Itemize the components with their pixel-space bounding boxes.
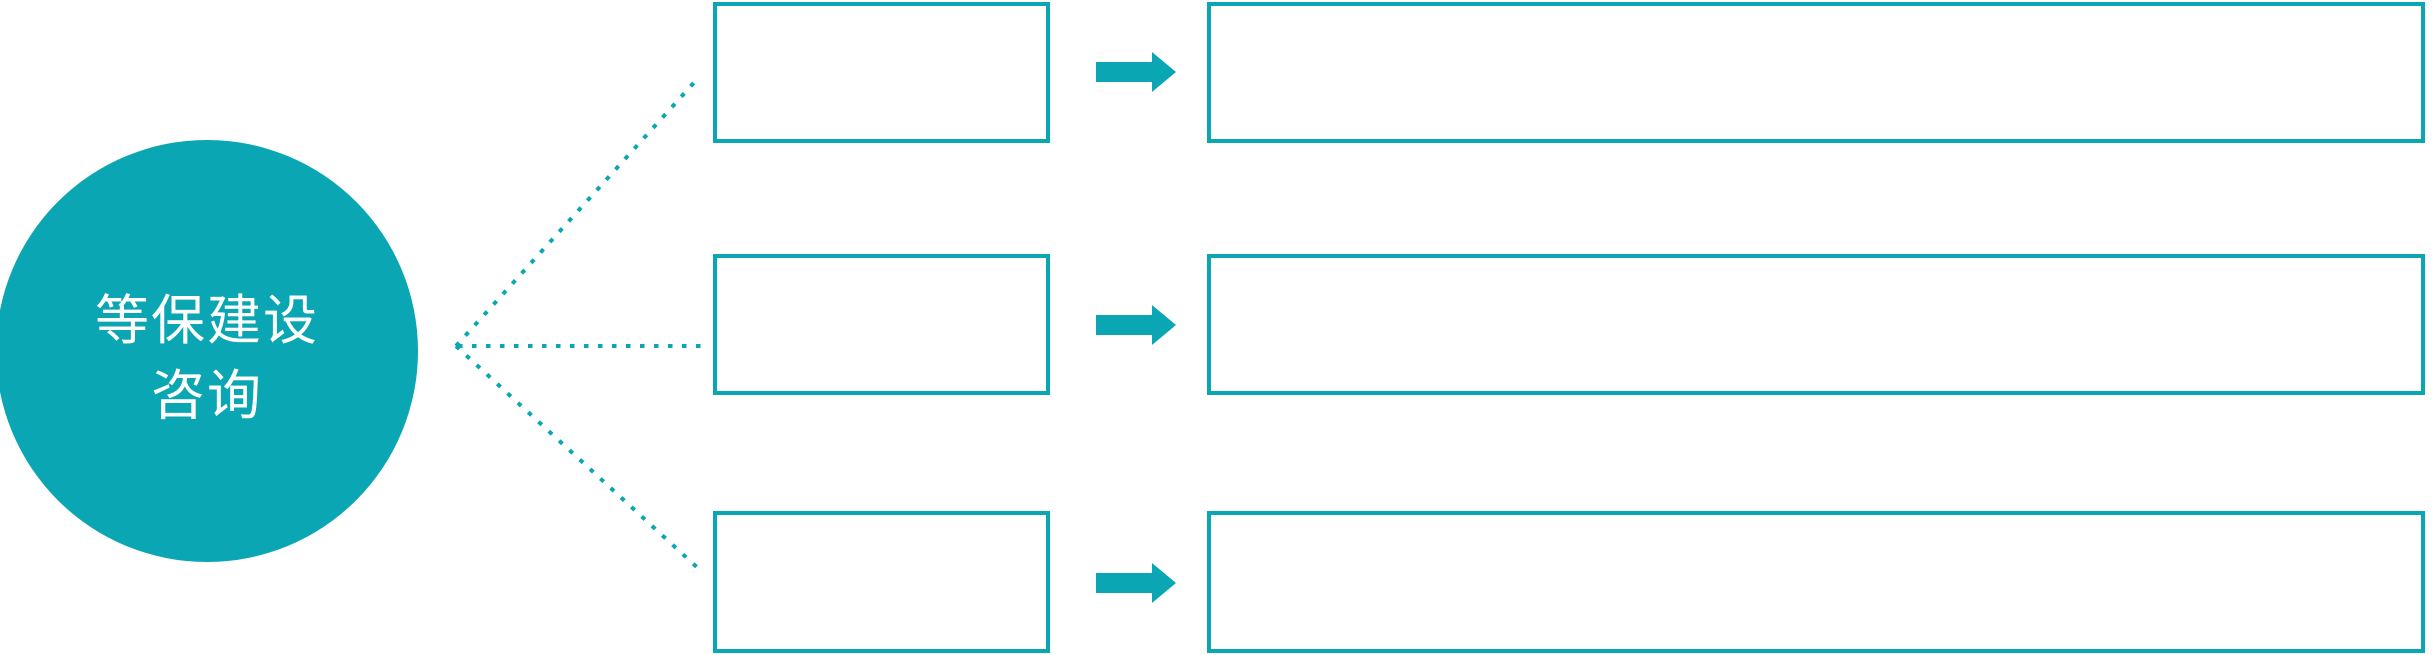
root-circle-node: 等保建设 咨询 xyxy=(0,140,418,562)
branch-3-small-box-text xyxy=(717,515,1046,649)
root-circle-label-line1: 等保建设 xyxy=(95,291,319,351)
branch-1-detail-box xyxy=(1207,2,2425,143)
branch-3-detail-box xyxy=(1207,511,2425,653)
arrow-right-icon xyxy=(1096,305,1176,345)
root-circle-label-line2: 咨询 xyxy=(151,366,263,426)
arrow-right-icon xyxy=(1096,52,1176,92)
branch-1-detail-box-text xyxy=(1211,6,2421,139)
root-circle-label: 等保建设 咨询 xyxy=(95,284,319,434)
branch-3-detail-box-text xyxy=(1211,515,2421,649)
branch-2-detail-box xyxy=(1207,254,2425,395)
branch-3-small-box xyxy=(713,511,1050,653)
arrow-right-icon xyxy=(1096,563,1176,603)
branch-2-detail-box-text xyxy=(1211,258,2421,391)
branch-2-small-box xyxy=(713,254,1050,395)
branch-1-small-box-text xyxy=(717,6,1046,139)
branch-2-small-box-text xyxy=(717,258,1046,391)
branch-1-small-box xyxy=(713,2,1050,143)
